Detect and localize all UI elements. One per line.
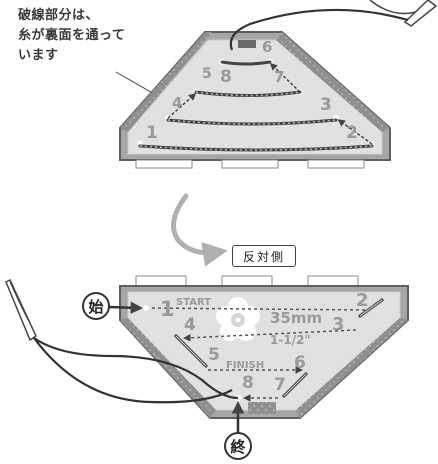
- card-notch-right: [276, 32, 390, 132]
- card-notch-left-reverse: [120, 318, 216, 418]
- start-label: START: [176, 297, 211, 308]
- card-tab-c: [307, 275, 359, 287]
- card-notch-right-reverse: [296, 318, 408, 418]
- step-number-6: 6: [262, 38, 272, 56]
- step-number-2: 2: [346, 123, 358, 143]
- stitch-highlight-4-5: [175, 335, 207, 367]
- card-notch-left: [120, 32, 212, 132]
- thread-to-needle: [229, 8, 409, 51]
- card-slot-reverse: [248, 402, 276, 414]
- dashed-traverse-6-7: [269, 62, 301, 93]
- card-slot: [238, 40, 256, 48]
- step-number-1: 1: [160, 297, 175, 321]
- thread-bottom: [33, 337, 239, 400]
- step-number-3: 3: [332, 314, 345, 335]
- thread-stitch-4: [220, 60, 272, 66]
- bobbin-card-reverse: 1 2 3 4 5 6 7 8 START FINISH 35mm 1-1/2": [119, 275, 409, 419]
- thread-highlight-1: [139, 145, 373, 151]
- start-marker-label: 始: [88, 298, 103, 316]
- card-tab-2: [221, 159, 279, 169]
- size-inch-label: 1-1/2": [270, 333, 311, 347]
- step-number-7: 7: [274, 68, 284, 86]
- reverse-side-label: 反対側: [232, 245, 296, 267]
- card-tab-1: [135, 159, 193, 169]
- stitch-highlight-2-3: [359, 299, 383, 317]
- card-tab-3: [307, 159, 365, 169]
- card-tab-b: [221, 275, 273, 287]
- end-marker-label: 終: [230, 438, 246, 456]
- dashed-traverse-4-5: [167, 93, 197, 119]
- bobbin-card-front: 1 2 3 4 5 6 7 8: [119, 31, 391, 169]
- step-number-8: 8: [242, 373, 254, 393]
- card-tab-a: [135, 275, 187, 287]
- step-number-4: 4: [172, 94, 182, 112]
- thread-stitch-2: [166, 118, 338, 126]
- hole: [143, 305, 149, 311]
- step-number-5: 5: [208, 345, 220, 365]
- dashed-path-3-4: [183, 329, 357, 342]
- step-number-8: 8: [220, 67, 232, 87]
- step-number-5: 5: [202, 66, 212, 82]
- step-number-1: 1: [146, 123, 158, 143]
- step-number-6: 6: [294, 353, 306, 373]
- size-mm-label: 35mm: [270, 309, 322, 327]
- start-arrow: [108, 301, 143, 314]
- dashed-path-1-2: [145, 307, 367, 311]
- start-marker-circle: [82, 292, 110, 320]
- flip-arrow-icon: [171, 193, 228, 267]
- needle-icon: [369, 0, 438, 27]
- flower-logo-icon: [216, 297, 260, 341]
- finish-label: FINISH: [226, 360, 264, 371]
- stitch-highlight-6-7: [283, 373, 307, 397]
- dashed-traverse-2-3: [337, 119, 373, 145]
- step-number-2: 2: [356, 290, 369, 311]
- step-number-7: 7: [274, 375, 286, 395]
- thread-bottom-loop: [33, 337, 233, 404]
- step-number-3: 3: [320, 95, 332, 115]
- step-number-4: 4: [184, 315, 196, 335]
- thread-highlight-3: [195, 91, 301, 97]
- needle-icon-bottom: [5, 278, 37, 342]
- dashed-line-note: 破線部分は、 糸が裏面を通って います: [18, 8, 126, 63]
